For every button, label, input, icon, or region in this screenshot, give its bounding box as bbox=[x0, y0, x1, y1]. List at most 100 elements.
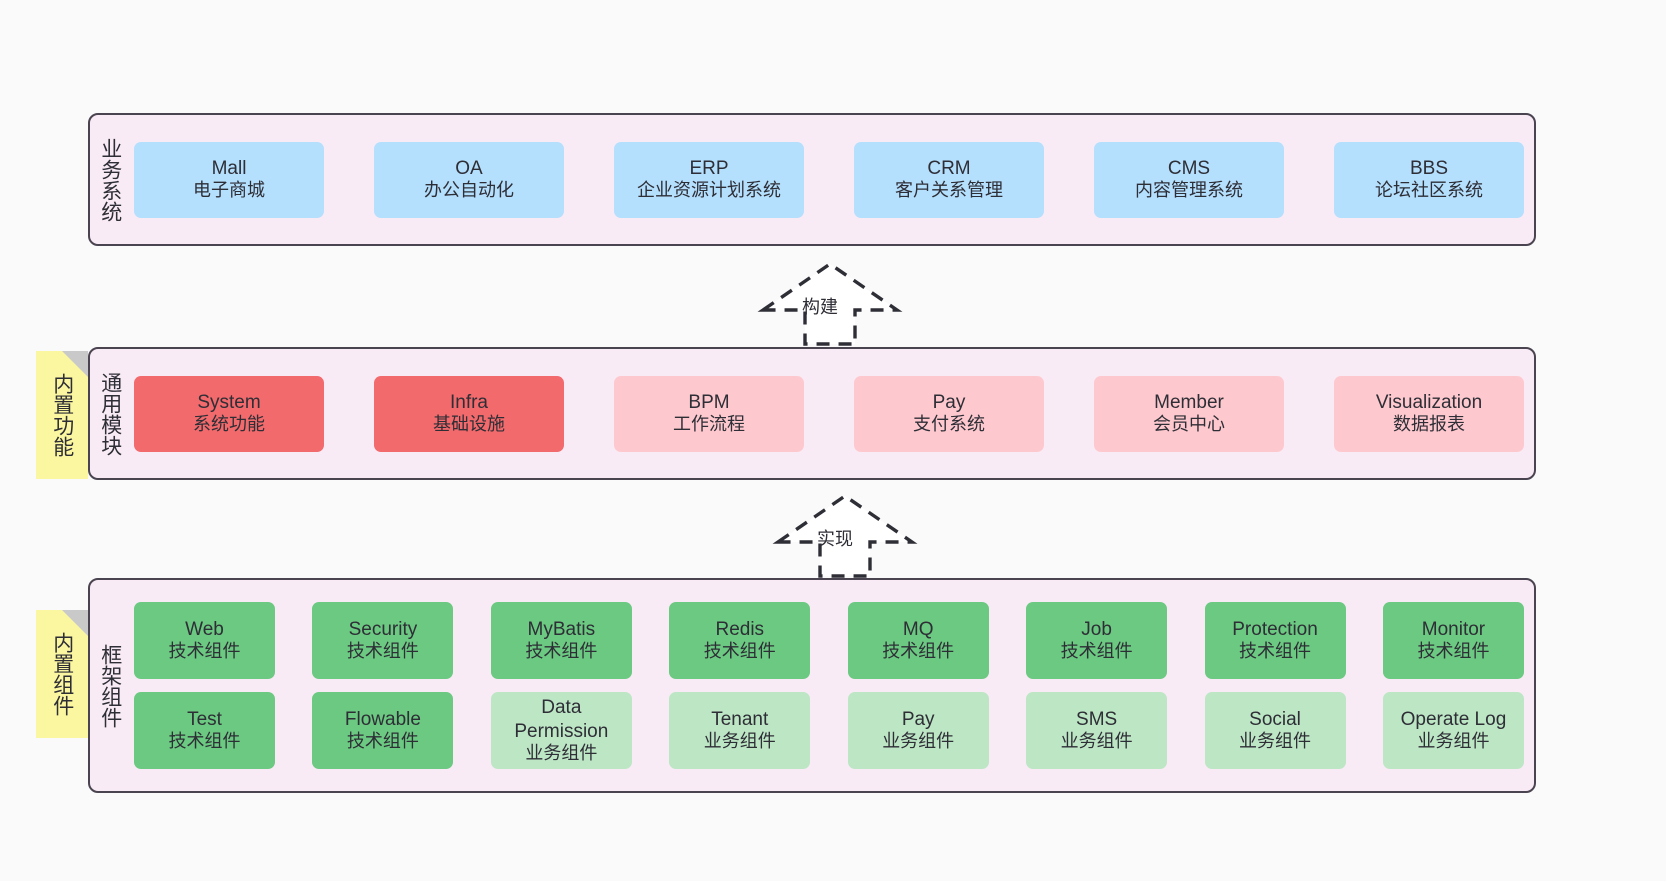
card-subtitle: 业务组件 bbox=[525, 742, 598, 763]
card-operate-log[interactable]: Operate Log 业务组件 bbox=[1382, 692, 1524, 769]
card-tenant[interactable]: Tenant 业务组件 bbox=[669, 692, 811, 769]
card-subtitle: 办公自动化 bbox=[424, 180, 514, 201]
card-social[interactable]: Social 业务组件 bbox=[1204, 692, 1346, 769]
card-protection[interactable]: Protection 技术组件 bbox=[1204, 602, 1346, 679]
card-erp[interactable]: ERP 企业资源计划系统 bbox=[614, 141, 804, 218]
card-subtitle: 系统功能 bbox=[193, 414, 265, 435]
card-title: Job bbox=[1081, 618, 1112, 640]
card-row: Web 技术组件 Security 技术组件 MyBatis 技术组件 Redi… bbox=[134, 602, 1524, 679]
card-pay[interactable]: Pay 支付系统 bbox=[854, 375, 1044, 452]
card-subtitle: 业务组件 bbox=[1060, 731, 1133, 752]
sticky-fold-icon bbox=[62, 610, 88, 636]
card-title: CRM bbox=[927, 157, 971, 179]
card-subtitle: 工作流程 bbox=[673, 414, 745, 435]
card-title: BPM bbox=[688, 391, 730, 413]
card-subtitle: 业务组件 bbox=[1239, 731, 1312, 752]
card-subtitle: 技术组件 bbox=[346, 641, 419, 662]
card-mq[interactable]: MQ 技术组件 bbox=[847, 602, 989, 679]
card-job[interactable]: Job 技术组件 bbox=[1026, 602, 1168, 679]
card-title: ERP bbox=[689, 157, 729, 179]
card-subtitle: 业务组件 bbox=[1417, 731, 1490, 752]
card-title: System bbox=[197, 391, 261, 413]
card-title: Web bbox=[185, 618, 224, 640]
card-mall[interactable]: Mall 电子商城 bbox=[134, 141, 324, 218]
card-title: MQ bbox=[902, 618, 934, 640]
card-title: Visualization bbox=[1375, 391, 1483, 413]
connector-implement-label: 实现 bbox=[817, 529, 853, 549]
card-member[interactable]: Member 会员中心 bbox=[1094, 375, 1284, 452]
layer-common-module: 通用模块 System 系统功能 Infra 基础设施 BPM 工作流程 bbox=[88, 347, 1536, 480]
card-data-permission[interactable]: Data Permission 业务组件 bbox=[490, 692, 632, 769]
card-subtitle: 技术组件 bbox=[168, 641, 241, 662]
card-pay-business[interactable]: Pay 业务组件 bbox=[847, 692, 989, 769]
card-title: Operate Log bbox=[1400, 708, 1507, 730]
card-title: Data Permission bbox=[514, 697, 609, 742]
card-subtitle: 技术组件 bbox=[168, 731, 241, 752]
card-subtitle: 论坛社区系统 bbox=[1375, 180, 1483, 201]
card-title: Member bbox=[1154, 391, 1224, 413]
card-oa[interactable]: OA 办公自动化 bbox=[374, 141, 564, 218]
card-redis[interactable]: Redis 技术组件 bbox=[669, 602, 811, 679]
connector-implement: 实现 bbox=[770, 490, 920, 580]
card-subtitle: 业务组件 bbox=[703, 731, 776, 752]
card-subtitle: 技术组件 bbox=[882, 641, 955, 662]
sticky-note-label: 内置功能 bbox=[50, 373, 74, 457]
connector-build: 构建 bbox=[755, 258, 905, 348]
dashed-arrow-up-icon bbox=[772, 493, 918, 578]
sticky-fold-icon bbox=[62, 351, 88, 377]
card-subtitle: 技术组件 bbox=[1417, 641, 1490, 662]
card-row: Mall 电子商城 OA 办公自动化 ERP 企业资源计划系统 CRM 客户关系… bbox=[134, 141, 1524, 218]
layer-business-system: 业务系统 Mall 电子商城 OA 办公自动化 ERP 企业资源计划系统 bbox=[88, 113, 1536, 246]
layer-title-common-module: 通用模块 bbox=[98, 371, 122, 456]
layer-body-business-system: Mall 电子商城 OA 办公自动化 ERP 企业资源计划系统 CRM 客户关系… bbox=[130, 115, 1534, 244]
card-crm[interactable]: CRM 客户关系管理 bbox=[854, 141, 1044, 218]
card-subtitle: 技术组件 bbox=[346, 731, 419, 752]
card-subtitle: 技术组件 bbox=[525, 641, 598, 662]
layer-body-common-module: System 系统功能 Infra 基础设施 BPM 工作流程 Pay 支付系统 bbox=[130, 349, 1534, 478]
card-subtitle: 内容管理系统 bbox=[1135, 180, 1243, 201]
card-mybatis[interactable]: MyBatis 技术组件 bbox=[490, 602, 632, 679]
card-subtitle: 会员中心 bbox=[1153, 414, 1225, 435]
card-title: Redis bbox=[715, 618, 765, 640]
sticky-note-label: 内置组件 bbox=[50, 632, 74, 716]
dashed-arrow-up-icon bbox=[757, 261, 903, 346]
card-flowable[interactable]: Flowable 技术组件 bbox=[312, 692, 454, 769]
card-bpm[interactable]: BPM 工作流程 bbox=[614, 375, 804, 452]
card-web[interactable]: Web 技术组件 bbox=[134, 602, 275, 679]
card-monitor[interactable]: Monitor 技术组件 bbox=[1382, 602, 1524, 679]
card-system[interactable]: System 系统功能 bbox=[134, 375, 324, 452]
card-subtitle: 业务组件 bbox=[882, 731, 955, 752]
card-subtitle: 客户关系管理 bbox=[895, 180, 1003, 201]
card-title: Tenant bbox=[711, 708, 769, 730]
card-cms[interactable]: CMS 内容管理系统 bbox=[1094, 141, 1284, 218]
card-bbs[interactable]: BBS 论坛社区系统 bbox=[1334, 141, 1524, 218]
layer-body-framework-component: Web 技术组件 Security 技术组件 MyBatis 技术组件 Redi… bbox=[130, 580, 1534, 791]
card-sms[interactable]: SMS 业务组件 bbox=[1026, 692, 1168, 769]
card-title: Mall bbox=[211, 157, 247, 179]
card-row: Test 技术组件 Flowable 技术组件 Data Permission … bbox=[134, 692, 1524, 769]
layer-title-business-system: 业务系统 bbox=[98, 137, 122, 222]
card-title: Protection bbox=[1232, 618, 1318, 640]
card-title: BBS bbox=[1409, 157, 1449, 179]
card-security[interactable]: Security 技术组件 bbox=[312, 602, 454, 679]
card-subtitle: 技术组件 bbox=[1060, 641, 1133, 662]
card-title: Test bbox=[187, 708, 222, 730]
card-subtitle: 数据报表 bbox=[1393, 414, 1465, 435]
layer-title-framework-component: 框架组件 bbox=[98, 643, 122, 728]
connector-build-label: 构建 bbox=[802, 297, 838, 317]
card-title: Security bbox=[348, 618, 418, 640]
card-title: Monitor bbox=[1421, 618, 1486, 640]
card-title: Social bbox=[1249, 708, 1301, 730]
card-title: Infra bbox=[449, 391, 489, 413]
card-subtitle: 基础设施 bbox=[433, 414, 505, 435]
sticky-note-builtin-component: 内置组件 bbox=[36, 610, 88, 738]
card-visualization[interactable]: Visualization 数据报表 bbox=[1334, 375, 1524, 452]
card-title: Flowable bbox=[344, 708, 421, 730]
card-subtitle: 电子商城 bbox=[193, 180, 265, 201]
card-title: CMS bbox=[1167, 157, 1211, 179]
card-infra[interactable]: Infra 基础设施 bbox=[374, 375, 564, 452]
card-title: SMS bbox=[1076, 708, 1118, 730]
card-row: System 系统功能 Infra 基础设施 BPM 工作流程 Pay 支付系统 bbox=[134, 375, 1524, 452]
card-test[interactable]: Test 技术组件 bbox=[134, 692, 275, 769]
